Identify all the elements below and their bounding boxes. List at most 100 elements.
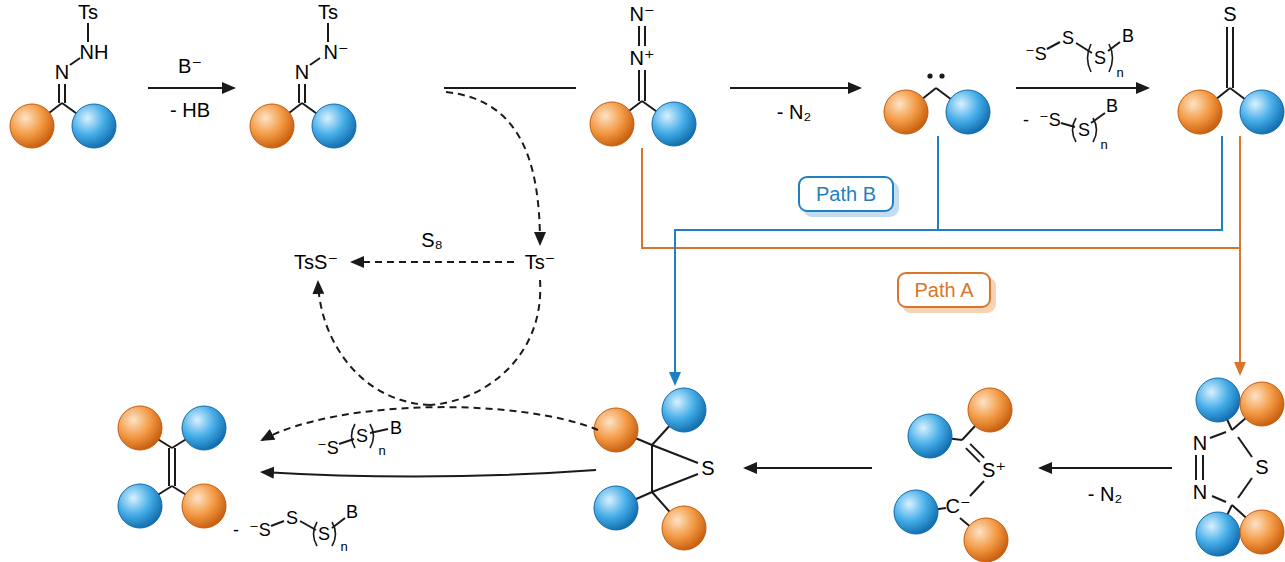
orange-substituent: [884, 90, 928, 134]
bond-line: [1210, 432, 1226, 438]
bond-line: [87, 23, 89, 42]
atom-label: - N₂: [777, 102, 811, 122]
bond-line: [174, 448, 176, 486]
path-box: Path A: [897, 272, 992, 308]
orange-substituent: [118, 406, 162, 450]
repeat-bracket: [352, 424, 356, 448]
bond-line: [64, 84, 66, 103]
atom-label: n: [378, 444, 385, 457]
blue-substituent: [1196, 512, 1240, 556]
bond-line: [310, 58, 320, 65]
bond-line: [638, 70, 640, 101]
reaction-arrow: [730, 87, 860, 89]
path-a-arrow: [1239, 136, 1241, 374]
dashed-arrow: [352, 261, 514, 263]
blue-substituent: [662, 388, 706, 432]
path-box: Path B: [798, 176, 894, 212]
atom-label: S: [1078, 121, 1090, 139]
atom-label: N⁻: [324, 42, 349, 62]
bond-line: [271, 521, 284, 526]
atom-label: - N₂: [1088, 484, 1122, 504]
bond-line: [70, 58, 80, 65]
atom-label: S: [286, 509, 298, 527]
lone-pair-dot: [939, 73, 944, 78]
blue-substituent: [182, 406, 226, 450]
atom-label: S: [318, 525, 330, 543]
bond-line: [298, 84, 300, 103]
bond-line: [652, 474, 698, 492]
bond-line: [644, 70, 646, 101]
orange-substituent: [182, 484, 226, 528]
atom-label: B⁻: [178, 56, 202, 76]
atom-label: N: [55, 62, 69, 82]
atom-label: ⁻S: [317, 439, 339, 457]
blue-substituent: [652, 102, 696, 146]
bond-line: [1047, 42, 1060, 49]
bond-line: [652, 445, 698, 463]
orange-substituent: [250, 104, 294, 148]
bond-line: [58, 84, 60, 103]
bond-line: [638, 26, 640, 46]
dashed-arrow: [262, 407, 598, 440]
path-label: Path B: [816, 183, 876, 205]
atom-label: B: [346, 503, 358, 521]
atom-label: C⁻: [946, 496, 971, 516]
atom-label: -: [1023, 111, 1029, 129]
orange-substituent: [964, 518, 1008, 562]
bond-line: [327, 23, 329, 42]
blue-substituent: [946, 90, 990, 134]
repeat-bracket: [314, 522, 318, 546]
atom-label: Ts: [318, 2, 338, 22]
dashed-arrow: [446, 92, 540, 244]
blue-substituent: [894, 490, 938, 534]
orange-substituent: [590, 102, 634, 146]
atom-label: NH: [80, 42, 109, 62]
bond-line: [651, 445, 653, 492]
repeat-bracket: [1088, 44, 1092, 72]
atom-label: B: [1106, 97, 1118, 115]
reaction-arrow: [1016, 87, 1148, 89]
atom-label: ⁻S: [249, 521, 271, 539]
atom-label: S⁺: [982, 460, 1006, 480]
atom-label: ⁻S: [1025, 45, 1047, 63]
blue-substituent: [594, 486, 638, 530]
dashed-arrow: [430, 280, 540, 405]
bond-line: [1226, 27, 1228, 88]
atom-label: n: [340, 540, 347, 553]
repeat-bracket: [332, 522, 336, 546]
orange-substituent: [662, 506, 706, 550]
blue-substituent: [908, 414, 952, 458]
bond-line: [970, 444, 984, 458]
orange-substituent: [968, 388, 1012, 432]
path-label: Path A: [915, 279, 974, 301]
reaction-arrow: [262, 470, 596, 477]
path-b-line: [937, 136, 939, 230]
bond-line: [1202, 455, 1204, 480]
bond-line: [1195, 455, 1197, 480]
repeat-bracket: [370, 424, 374, 448]
atom-label: TsS⁻: [294, 252, 338, 272]
bond-line: [1238, 437, 1252, 457]
bond-line: [1238, 478, 1252, 498]
reaction-arrow: [1040, 467, 1172, 469]
bond-line: [1232, 27, 1234, 88]
atom-label: B: [390, 419, 402, 437]
atom-label: Ts⁻: [525, 252, 556, 272]
bond-line: [644, 26, 646, 46]
orange-substituent: [10, 104, 54, 148]
bond-line: [1212, 496, 1226, 502]
repeat-bracket: [1109, 44, 1113, 72]
blue-substituent: [1196, 378, 1240, 422]
orange-substituent: [594, 408, 638, 452]
atom-label: N: [1193, 482, 1207, 502]
atom-label: S₈: [421, 230, 443, 250]
blue-substituent: [72, 104, 116, 148]
atom-label: S: [1223, 4, 1236, 24]
bond-line: [970, 481, 984, 496]
bond-line: [168, 448, 170, 486]
lone-pair-dot: [927, 73, 932, 78]
orange-substituent: [1178, 90, 1222, 134]
atom-label: n: [1100, 138, 1107, 151]
atom-label: S: [701, 458, 714, 478]
atom-label: N: [1193, 433, 1207, 453]
